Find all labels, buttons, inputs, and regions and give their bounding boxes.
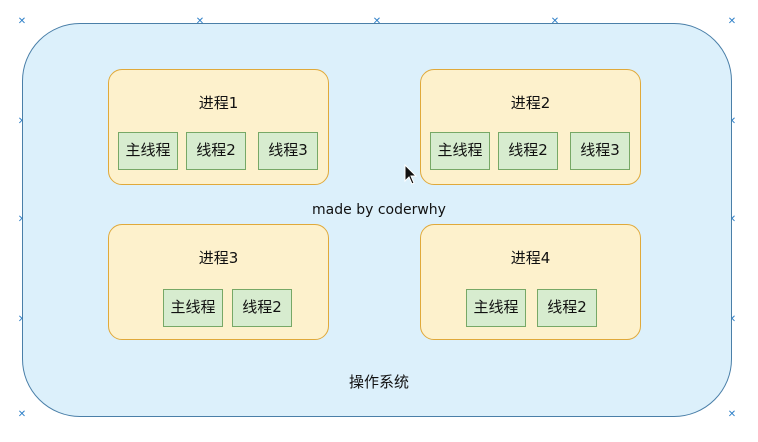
process-title: 进程4: [510, 249, 551, 267]
thread-box[interactable]: 线程2: [186, 132, 246, 170]
watermark-text: made by coderwhy: [312, 202, 446, 218]
thread-box[interactable]: 主线程: [118, 132, 178, 170]
operating-system-label: 操作系统: [348, 373, 409, 391]
process-title: 进程2: [510, 94, 551, 112]
thread-box[interactable]: 线程3: [570, 132, 630, 170]
process-box[interactable]: 进程2 主线程 线程2 线程3: [420, 69, 641, 185]
selection-handle-icon[interactable]: ✕: [550, 16, 560, 27]
process-title: 进程1: [198, 94, 239, 112]
process-title: 进程3: [198, 249, 239, 267]
thread-box[interactable]: 主线程: [163, 289, 223, 327]
selection-handle-icon[interactable]: ✕: [17, 315, 27, 325]
process-box[interactable]: 进程1 主线程 线程2 线程3: [108, 69, 329, 185]
selection-handle-icon[interactable]: ✕: [17, 409, 27, 420]
thread-box[interactable]: 主线程: [466, 289, 526, 327]
thread-box[interactable]: 线程2: [232, 289, 292, 327]
selection-handle-icon[interactable]: ✕: [17, 117, 27, 127]
thread-box[interactable]: 线程2: [498, 132, 558, 170]
process-box[interactable]: 进程3 主线程 线程2: [108, 224, 329, 340]
thread-box[interactable]: 主线程: [430, 132, 490, 170]
thread-box[interactable]: 线程2: [537, 289, 597, 327]
selection-handle-icon[interactable]: ✕: [195, 16, 205, 27]
selection-handle-icon[interactable]: ✕: [17, 16, 27, 27]
selection-handle-icon[interactable]: ✕: [727, 16, 737, 27]
selection-handle-icon[interactable]: ✕: [372, 16, 382, 27]
thread-box[interactable]: 线程3: [258, 132, 318, 170]
process-box[interactable]: 进程4 主线程 线程2: [420, 224, 641, 340]
selection-handle-icon[interactable]: ✕: [17, 215, 27, 225]
selection-handle-icon[interactable]: ✕: [727, 409, 737, 420]
mouse-cursor-icon: [404, 164, 418, 185]
